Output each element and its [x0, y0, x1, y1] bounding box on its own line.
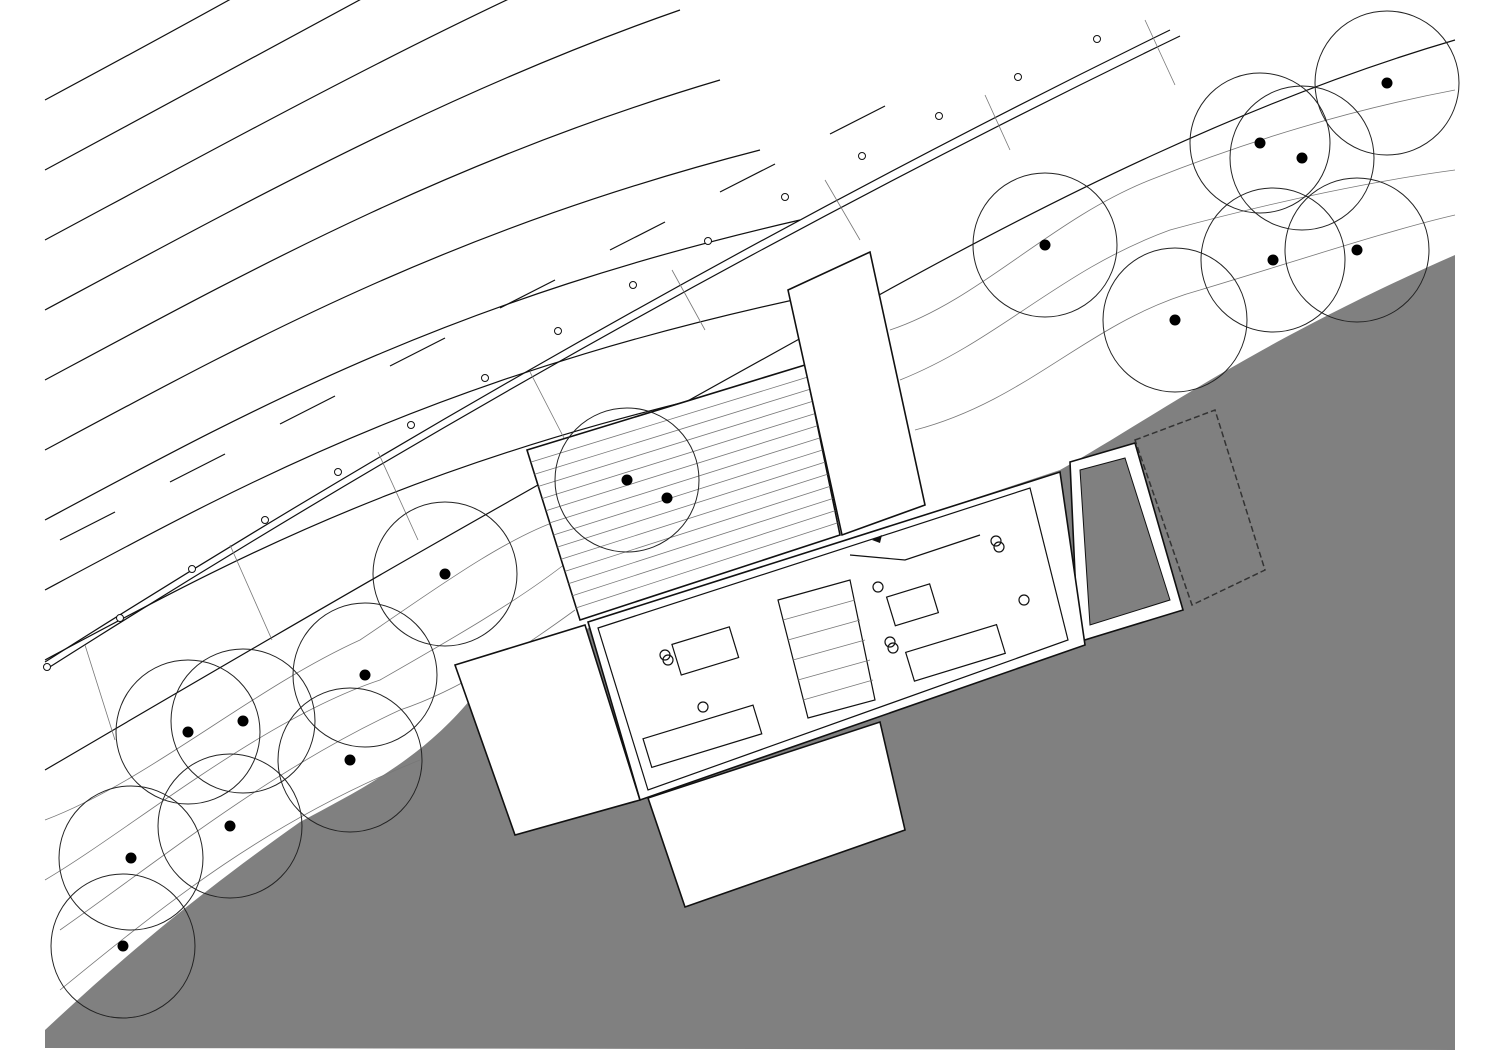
lane-line: [44, 219, 801, 521]
table: [904, 623, 1007, 682]
bollard: [1093, 35, 1101, 43]
deck-board: [538, 401, 813, 487]
lane-dash: [279, 395, 336, 425]
tree-canopy: [157, 753, 303, 899]
tree-trunk: [1351, 244, 1363, 256]
bollard: [116, 614, 124, 622]
building: [587, 470, 1086, 802]
tree-canopy: [58, 785, 204, 931]
deck-board: [545, 425, 818, 512]
pier-north: [787, 250, 926, 537]
deck-board: [530, 376, 808, 463]
bollard: [407, 421, 415, 429]
deck-board: [576, 522, 838, 609]
lane-dash: [829, 105, 886, 135]
deck-board: [560, 473, 828, 560]
tree-canopy: [50, 873, 196, 1019]
entrance-arrow-icon: [872, 535, 882, 543]
lane-dash: [389, 337, 446, 367]
lane-line: [44, 0, 361, 171]
bollard: [554, 327, 562, 335]
tree-trunk: [224, 820, 236, 832]
bollard: [188, 565, 196, 573]
tree-trunk: [237, 715, 249, 727]
tree-canopy: [1200, 187, 1346, 333]
bollard: [858, 152, 866, 160]
lane-line: [44, 289, 841, 591]
lane-line: [44, 0, 508, 241]
bollard: [334, 468, 342, 476]
tree-trunk: [621, 474, 633, 486]
tree-trunk: [125, 852, 137, 864]
deck-board: [572, 510, 836, 597]
table: [885, 583, 940, 627]
pier-south: [646, 720, 906, 909]
lane-dash: [609, 221, 666, 251]
deck: [525, 363, 841, 622]
tree-trunk: [359, 669, 371, 681]
lane-dash: [59, 511, 116, 541]
tree-canopy: [170, 648, 316, 794]
deck-board: [553, 449, 823, 536]
tree-trunk: [1296, 152, 1308, 164]
bollard: [43, 663, 51, 671]
lane-line: [44, 79, 721, 381]
tree-trunk: [1381, 77, 1393, 89]
tree-trunk: [1267, 254, 1279, 266]
lane-line: [44, 0, 231, 101]
tree-canopy: [115, 659, 261, 805]
tree-canopy: [972, 172, 1118, 318]
bollard: [704, 237, 712, 245]
tree-trunk: [1254, 137, 1266, 149]
road-lines: [44, 0, 886, 661]
deck-board: [534, 388, 811, 475]
tree-canopy: [1314, 10, 1460, 156]
lane-dash: [719, 163, 776, 193]
bollard: [781, 193, 789, 201]
deck-board: [568, 498, 833, 584]
stair: [777, 579, 876, 719]
bollard: [935, 112, 943, 120]
tree-canopy: [554, 407, 700, 553]
bollard: [1014, 73, 1022, 81]
table: [642, 704, 763, 769]
lane-dash: [499, 279, 556, 309]
lane-line: [44, 9, 681, 311]
tree-trunk: [1169, 314, 1181, 326]
tree-canopy: [372, 501, 518, 647]
tree-canopy: [292, 602, 438, 748]
bollard: [261, 516, 269, 524]
tree-trunk: [1039, 239, 1051, 251]
table: [671, 626, 740, 676]
tree-canopy: [277, 687, 423, 833]
deck-board: [549, 437, 821, 524]
tree-canopy: [1229, 85, 1375, 231]
deck-board: [564, 486, 831, 572]
curb: [43, 29, 1181, 671]
bollard: [481, 374, 489, 382]
tree-trunk: [439, 568, 451, 580]
trees: [50, 10, 1460, 1019]
tree-trunk: [344, 754, 356, 766]
tree-canopy: [1189, 72, 1331, 214]
tree-canopy: [1102, 247, 1248, 393]
deck-board: [542, 413, 816, 499]
tree-trunk: [661, 492, 673, 504]
tree-trunk: [117, 940, 129, 952]
lane-line: [44, 149, 761, 451]
tree-canopy: [1284, 177, 1430, 323]
bollard: [629, 281, 637, 289]
lane-dash: [169, 453, 226, 483]
tree-trunk: [182, 726, 194, 738]
deck-board: [557, 461, 826, 548]
